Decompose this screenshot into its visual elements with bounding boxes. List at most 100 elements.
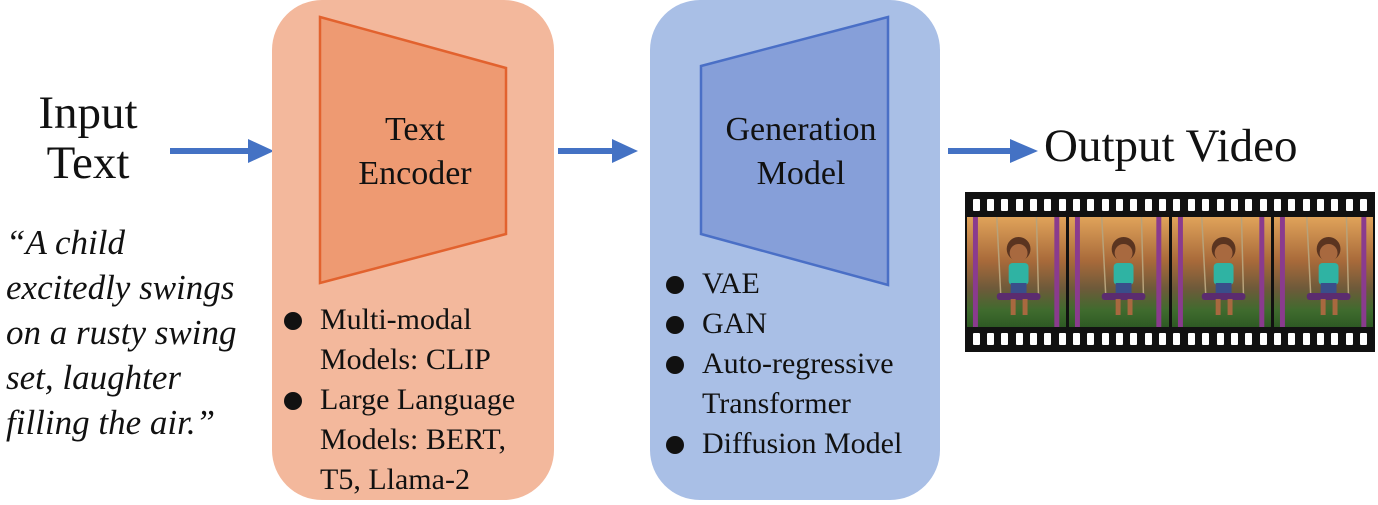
sprocket-hole	[1073, 333, 1081, 345]
list-item-text: Models: CLIP	[320, 343, 491, 376]
video-frames	[967, 217, 1373, 327]
sprocket-hole	[1001, 333, 1009, 345]
sprocket-hole	[1245, 333, 1253, 345]
sprocket-hole	[1202, 333, 1210, 345]
sprocket-hole	[1316, 199, 1324, 211]
sprocket-hole	[1273, 199, 1281, 211]
generator-label-line-1: Generation	[725, 111, 877, 148]
sprocket-hole	[1044, 333, 1052, 345]
text-encoder-label: Text Encoder	[270, 108, 560, 196]
bullet-icon	[284, 312, 302, 330]
sprocket-hole	[1273, 333, 1281, 345]
sprocket-hole	[1331, 199, 1339, 211]
prompt-line: on a rusty swing	[6, 313, 237, 352]
list-item-text: Diffusion Model	[702, 427, 903, 460]
prompt-line: excitedly swings	[6, 268, 235, 307]
list-item: Large Language Models: BERT, T5, Llama-2	[276, 380, 566, 500]
encoder-model-list: Multi-modal Models: CLIP Large Language …	[276, 300, 566, 500]
sprocket-hole	[1187, 333, 1195, 345]
arrow-right-icon	[948, 139, 1038, 163]
generator-model-list: VAE GAN Auto-regressive Transformer Diff…	[658, 264, 948, 464]
video-frame	[1171, 217, 1271, 327]
list-item: Auto-regressive Transformer	[658, 344, 948, 424]
bullet-icon	[666, 316, 684, 334]
sprocket-hole	[1230, 199, 1238, 211]
sprocket-hole	[972, 333, 980, 345]
encoder-label-line-2: Encoder	[358, 155, 472, 192]
list-item: VAE	[658, 264, 948, 304]
list-item: Multi-modal Models: CLIP	[276, 300, 566, 380]
sprocket-hole	[1302, 333, 1310, 345]
list-item-text: Multi-modal	[320, 303, 472, 336]
sprocket-hole	[1173, 333, 1181, 345]
output-video-title: Output Video	[1044, 120, 1298, 172]
sprocket-hole	[1087, 333, 1095, 345]
list-item: Diffusion Model	[658, 424, 948, 464]
video-frame	[967, 217, 1067, 327]
list-item-text: Models: BERT,	[320, 423, 506, 456]
prompt-line: set, laughter	[6, 358, 181, 397]
prompt-line: “A child	[6, 223, 125, 262]
input-prompt: “A child excitedly swings on a rusty swi…	[6, 220, 268, 445]
generator-label-line-2: Model	[756, 155, 846, 192]
arrow-right-icon	[170, 139, 274, 163]
film-sprockets-bottom	[965, 329, 1375, 349]
film-strip	[965, 192, 1375, 352]
sprocket-hole	[1001, 199, 1009, 211]
sprocket-hole	[1259, 333, 1267, 345]
sprocket-hole	[1288, 199, 1296, 211]
sprocket-hole	[1144, 333, 1152, 345]
sprocket-hole	[1087, 199, 1095, 211]
generation-model-label: Generation Model	[656, 108, 946, 196]
sprocket-hole	[987, 199, 995, 211]
video-frame	[1069, 217, 1169, 327]
sprocket-hole	[972, 199, 980, 211]
list-item-text: GAN	[702, 307, 767, 340]
list-item-text: Auto-regressive	[702, 347, 894, 380]
bullet-icon	[666, 276, 684, 294]
film-sprockets-top	[965, 195, 1375, 215]
bullet-icon	[666, 436, 684, 454]
prompt-line: filling the air.”	[6, 403, 216, 442]
input-title-line-2: Text	[46, 137, 130, 189]
input-title-line-1: Input	[38, 87, 138, 139]
sprocket-hole	[1216, 333, 1224, 345]
list-item-text: VAE	[702, 267, 760, 300]
sprocket-hole	[1030, 199, 1038, 211]
list-item: GAN	[658, 304, 948, 344]
sprocket-hole	[1101, 333, 1109, 345]
sprocket-hole	[1245, 199, 1253, 211]
sprocket-hole	[1144, 199, 1152, 211]
sprocket-hole	[1359, 199, 1367, 211]
sprocket-hole	[1058, 333, 1066, 345]
sprocket-hole	[1331, 333, 1339, 345]
sprocket-hole	[1030, 333, 1038, 345]
list-item-text: Transformer	[702, 387, 851, 420]
arrow-right-icon	[558, 139, 638, 163]
sprocket-hole	[1130, 333, 1138, 345]
sprocket-hole	[1073, 199, 1081, 211]
sprocket-hole	[1288, 333, 1296, 345]
sprocket-hole	[1259, 199, 1267, 211]
sprocket-hole	[1202, 199, 1210, 211]
list-item-text: Large Language	[320, 383, 516, 416]
sprocket-hole	[1173, 199, 1181, 211]
sprocket-hole	[1116, 199, 1124, 211]
encoder-label-line-1: Text	[385, 111, 445, 148]
sprocket-hole	[1159, 333, 1167, 345]
sprocket-hole	[1116, 333, 1124, 345]
video-frame	[1273, 217, 1373, 327]
sprocket-hole	[1216, 199, 1224, 211]
sprocket-hole	[1345, 333, 1353, 345]
sprocket-hole	[1159, 199, 1167, 211]
bullet-icon	[284, 392, 302, 410]
sprocket-hole	[1230, 333, 1238, 345]
sprocket-hole	[1015, 199, 1023, 211]
sprocket-hole	[1359, 333, 1367, 345]
sprocket-hole	[1302, 199, 1310, 211]
sprocket-hole	[1015, 333, 1023, 345]
sprocket-hole	[1044, 199, 1052, 211]
sprocket-hole	[1316, 333, 1324, 345]
